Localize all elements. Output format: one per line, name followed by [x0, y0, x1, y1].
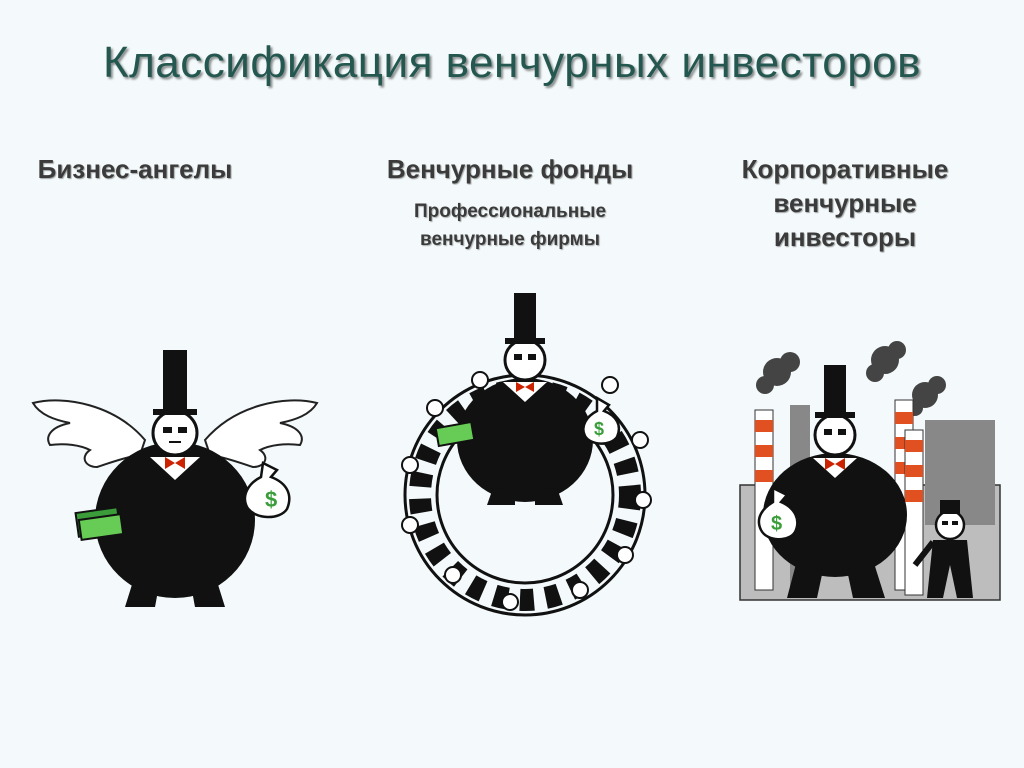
heading-corporate-investors: Корпоративные венчурные инвесторы — [720, 152, 970, 254]
svg-text:$: $ — [771, 513, 782, 535]
subheading-professional-firms: Профессиональные венчурные фирмы — [360, 198, 660, 254]
angel-investor-icon: $ — [31, 350, 319, 607]
subheading-line-2: венчурные фирмы — [420, 229, 600, 250]
heading-corp-line-2: венчурные — [773, 188, 917, 218]
money-bag-icon: $ — [582, 395, 621, 445]
heading-business-angels: Бизнес-ангелы — [37, 154, 233, 184]
money-bag-icon: $ — [243, 461, 291, 519]
wing-left — [31, 399, 147, 469]
smoke-icon — [756, 341, 946, 416]
investor-circle-icon: $ — [401, 293, 652, 617]
cash-stack-icon — [74, 506, 125, 541]
svg-text:$: $ — [594, 419, 604, 439]
heading-corp-line-3: инвесторы — [773, 222, 917, 252]
wing-right — [203, 399, 319, 469]
subheading-line-1: Профессиональные — [413, 201, 607, 222]
slide-title: Классификация венчурных инвесторов — [102, 38, 922, 87]
svg-text:$: $ — [265, 487, 277, 512]
assistant-figure-icon — [912, 500, 973, 598]
heading-venture-funds: Венчурные фонды — [386, 154, 634, 184]
money-bag-icon: $ — [757, 485, 799, 541]
cash-stack-icon — [434, 420, 476, 448]
corporate-factory-icon: $ — [739, 341, 1001, 601]
heading-corp-line-1: Корпоративные — [741, 154, 949, 184]
